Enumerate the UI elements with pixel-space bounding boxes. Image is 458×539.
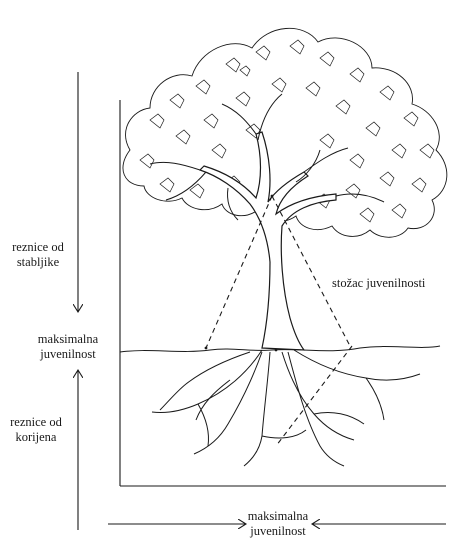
- cone-apex-point: [271, 195, 274, 198]
- juvenility-cone-text: stožac juvenilnosti: [332, 276, 425, 290]
- cone-left-point: [205, 347, 208, 350]
- bottom-max-juvenility-line1: maksimalna: [240, 509, 316, 524]
- root-cuttings-line2: korijena: [6, 430, 66, 445]
- root-cuttings-line1: reznice od: [6, 415, 66, 430]
- max-juvenility-line1: maksimalna: [24, 332, 112, 347]
- max-juvenility-line2: juvenilnost: [24, 347, 112, 362]
- stem-cuttings-line2: stabljike: [8, 255, 68, 270]
- max-juvenility-label: maksimalna juvenilnost: [24, 332, 112, 362]
- stem-cuttings-line1: reznice od: [8, 240, 68, 255]
- root-cuttings-label: reznice od korijena: [6, 415, 66, 445]
- cone-center-point: [275, 349, 278, 352]
- juvenility-cone-label: stožac juvenilnosti: [332, 276, 425, 291]
- tree-roots: [152, 350, 420, 466]
- bottom-max-juvenility-label: maksimalna juvenilnost: [240, 509, 316, 539]
- stem-cuttings-label: reznice od stabljike: [8, 240, 68, 270]
- tree-crown: [123, 28, 447, 237]
- bottom-max-juvenility-line2: juvenilnost: [240, 524, 316, 539]
